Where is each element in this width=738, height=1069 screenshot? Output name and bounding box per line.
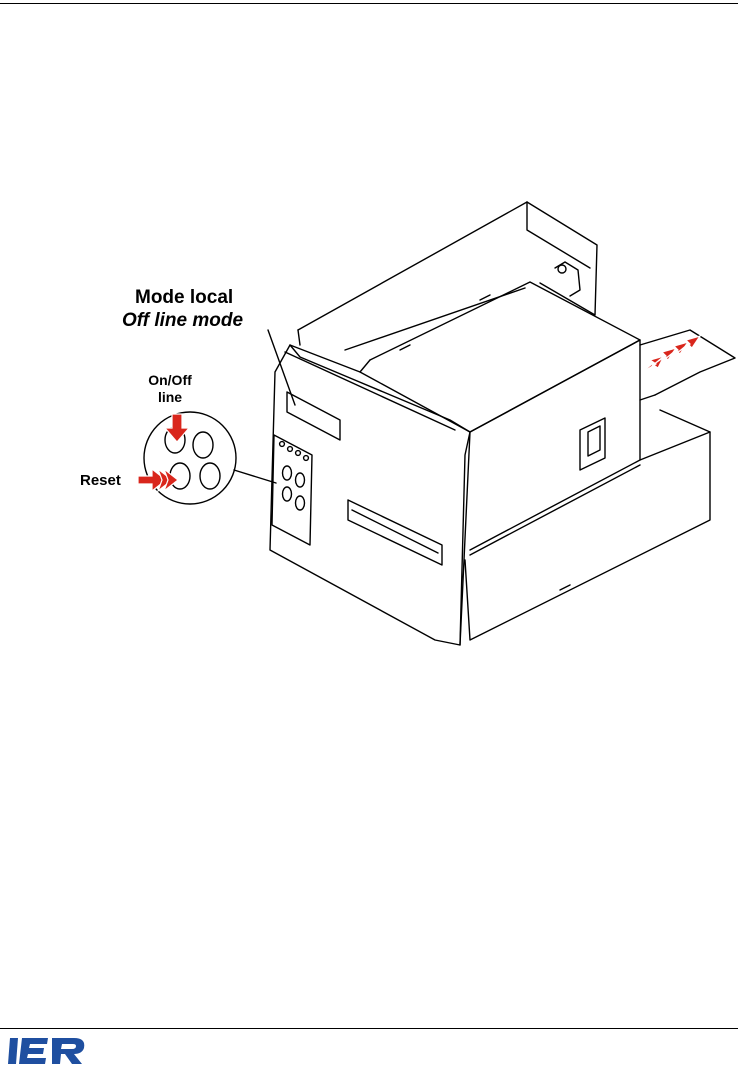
onoff-label-line2: line: [138, 389, 202, 406]
paper-exit-slot: [348, 500, 442, 565]
onoff-line-label: On/Off line: [138, 372, 202, 406]
side-latch: [580, 418, 605, 470]
printer-side-panel: [470, 340, 640, 550]
printer-front-face: [270, 345, 470, 645]
ier-logo: [4, 1036, 90, 1066]
feed-arrow-2: [652, 348, 676, 366]
mode-local-label: Mode local: [135, 287, 233, 309]
display-window: [287, 392, 340, 440]
zoom-connector: [234, 470, 276, 483]
printer-illustration: [0, 190, 738, 660]
offline-mode-label: Off line mode: [122, 310, 243, 332]
top-rule: [0, 3, 738, 4]
printer-rear-housing: [298, 202, 597, 330]
callout-line: [268, 330, 295, 405]
reset-label: Reset: [80, 472, 121, 489]
onoff-label-line1: On/Off: [138, 372, 202, 389]
bottom-rule: [0, 1028, 738, 1029]
button-panel: [272, 435, 312, 545]
